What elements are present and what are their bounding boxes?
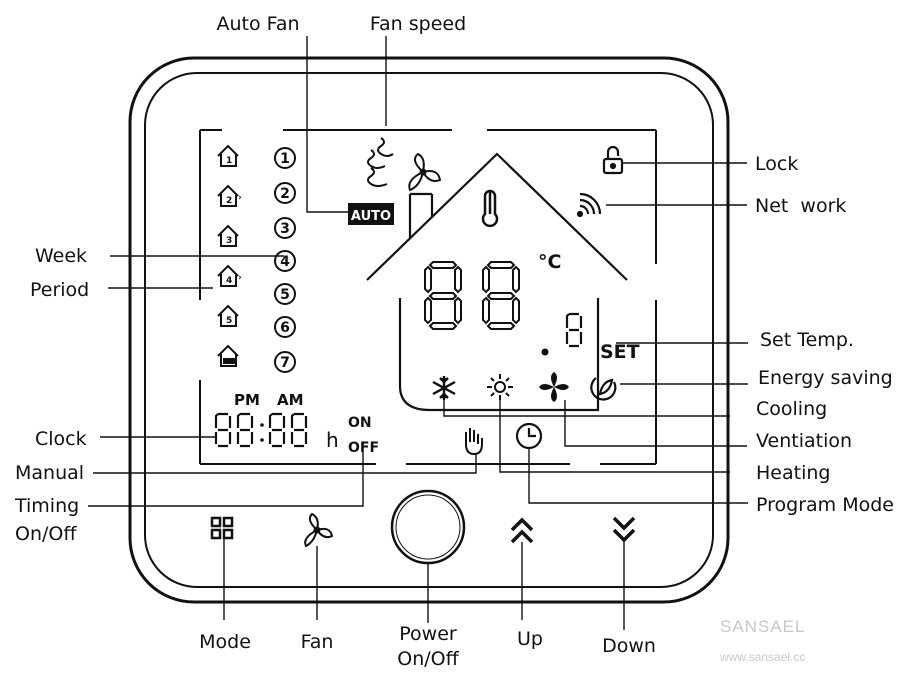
week-day-icon: [217, 345, 239, 367]
label-auto-fan: Auto Fan: [216, 13, 299, 35]
timer-off-indicator: OFF: [348, 440, 379, 456]
pm-indicator: PM: [234, 391, 260, 409]
snowflake-icon: [432, 376, 456, 400]
up-button[interactable]: [510, 517, 534, 544]
label-network: Net work: [755, 195, 846, 217]
power-circle-icon: [390, 489, 466, 565]
label-fan: Fan: [301, 631, 334, 653]
period-number: 7: [274, 351, 296, 373]
label-up: Up: [517, 628, 543, 650]
period-number: 1: [274, 147, 296, 169]
padlock-icon: [602, 145, 624, 175]
period-number: 5: [274, 283, 296, 305]
label-program-mode: Program Mode: [756, 494, 894, 516]
label-heating: Heating: [756, 462, 830, 484]
power-button[interactable]: [390, 489, 466, 565]
label-fan-speed: Fan speed: [370, 13, 466, 35]
clock-icon: [515, 422, 543, 450]
svg-text:2: 2: [226, 196, 232, 206]
watermark-brand: SANSAEL: [720, 617, 805, 636]
svg-text:5: 5: [226, 316, 232, 326]
fan-icon: [304, 512, 334, 548]
svg-text:2: 2: [280, 186, 290, 202]
svg-text:1: 1: [226, 156, 232, 166]
period-number: 6: [274, 316, 296, 338]
label-energy-saving: Energy saving: [758, 367, 893, 389]
degree-unit: °C: [538, 251, 561, 273]
leaf-icon: [590, 377, 617, 401]
period-number: 4: [274, 250, 296, 272]
leader-lines: [88, 36, 748, 630]
set-indicator: SET: [600, 341, 640, 363]
svg-text:6: 6: [280, 320, 290, 336]
week-day-icon: 5: [217, 305, 239, 327]
week-day-icons: 1 2› 3 4› 5: [217, 145, 242, 367]
fan-speed-icon: [408, 152, 442, 192]
label-period: Period: [30, 279, 89, 301]
week-day-icon: 2›: [217, 185, 242, 207]
week-day-icon: 1: [217, 145, 239, 167]
sun-icon: [487, 374, 513, 400]
svg-text:4: 4: [280, 254, 290, 270]
label-down: Down: [602, 635, 656, 657]
label-set-temp: Set Temp.: [760, 329, 854, 351]
svg-text:1: 1: [280, 151, 290, 167]
lcd-frame: [199, 129, 657, 465]
chevron-up-icon: [510, 517, 534, 544]
svg-text:7: 7: [280, 355, 290, 371]
clock-digits: [214, 412, 308, 448]
chevron-down-icon: [612, 516, 636, 543]
label-manual: Manual: [15, 462, 84, 484]
mode-button[interactable]: [210, 516, 234, 540]
svg-text:3: 3: [280, 221, 290, 237]
label-week: Week: [35, 245, 87, 267]
down-button[interactable]: [612, 516, 636, 543]
timer-on-indicator: ON: [348, 415, 372, 431]
hour-suffix: h: [326, 428, 339, 452]
week-day-icon: 3: [217, 225, 239, 247]
watermark-url: www.sansael.cc: [719, 650, 805, 664]
svg-text:›: ›: [238, 273, 242, 283]
period-number: 2: [274, 182, 296, 204]
wifi-signal-icon: [576, 192, 602, 218]
fan-speed-waves-icon: [367, 137, 394, 187]
hand-icon: [465, 428, 483, 456]
label-mode: Mode: [199, 631, 251, 653]
fan-blade-icon: [539, 372, 569, 402]
label-cooling: Cooling: [756, 398, 827, 420]
svg-text:AUTO: AUTO: [351, 209, 391, 224]
svg-text:3: 3: [226, 236, 232, 246]
device-body: [128, 56, 730, 604]
svg-text:4: 4: [226, 276, 232, 286]
house-outline: [366, 152, 628, 412]
svg-text:5: 5: [280, 287, 290, 303]
week-day-icon: 4›: [217, 265, 242, 287]
label-ventilation: Ventiation: [756, 430, 852, 452]
am-indicator: AM: [277, 391, 304, 409]
label-clock: Clock: [35, 428, 87, 450]
label-timing-line1: Timing: [14, 495, 79, 517]
auto-fan-badge: AUTO: [348, 203, 394, 225]
svg-text:›: ›: [238, 193, 242, 203]
label-power-line2: On/Off: [397, 648, 459, 670]
label-power-line1: Power: [399, 623, 457, 645]
label-timing-line2: On/Off: [15, 523, 77, 545]
thermometer-icon: [481, 189, 499, 228]
period-numbers: 1 2 3 4 5 6 7: [274, 147, 296, 373]
fan-button[interactable]: [304, 512, 334, 548]
label-lock: Lock: [755, 153, 798, 175]
temperature-digits: [424, 261, 583, 356]
grid-icon: [210, 516, 234, 540]
period-number: 3: [274, 217, 296, 239]
